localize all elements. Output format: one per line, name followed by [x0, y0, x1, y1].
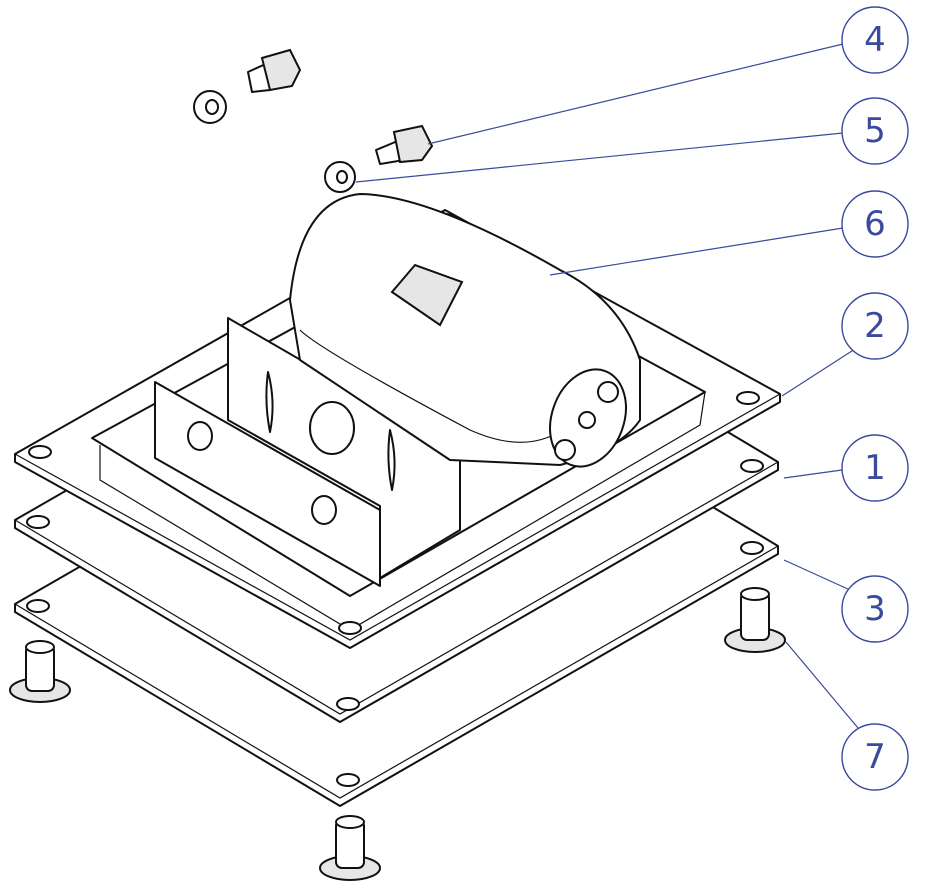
washer-5 [324, 161, 356, 193]
camera-housing [289, 193, 641, 468]
balloon-7[interactable]: 7 [841, 723, 909, 791]
balloon-label: 1 [864, 448, 886, 488]
bolt-upper-left [247, 48, 302, 93]
balloon-label: 7 [864, 737, 886, 777]
balloon-label: 4 [864, 20, 886, 60]
balloon-label: 3 [864, 589, 886, 629]
leaders [355, 43, 859, 729]
balloon-label: 6 [864, 204, 886, 244]
balloon-label: 2 [864, 306, 886, 346]
foot-right [724, 587, 786, 653]
foot-front [319, 815, 381, 881]
balloon-label: 5 [864, 111, 886, 151]
balloon-4[interactable]: 4 [841, 6, 909, 74]
balloon-1[interactable]: 1 [841, 434, 909, 502]
balloon-3[interactable]: 3 [841, 575, 909, 643]
washer-upper-left [193, 90, 227, 124]
balloon-5[interactable]: 5 [841, 97, 909, 165]
balloon-2[interactable]: 2 [841, 292, 909, 360]
foot-left [9, 640, 71, 703]
balloon-6[interactable]: 6 [841, 190, 909, 258]
bolt-4 [375, 124, 434, 165]
